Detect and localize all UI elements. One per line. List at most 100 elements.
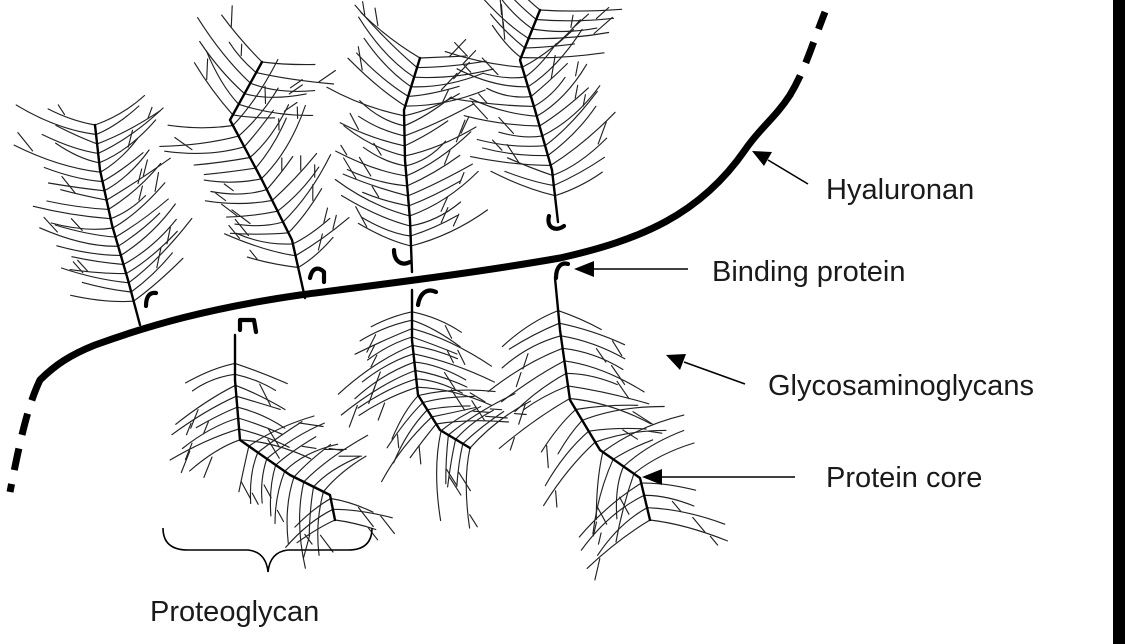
gag-chain	[450, 98, 534, 106]
gag-chain	[598, 508, 648, 556]
gag-chain	[134, 258, 183, 301]
gag-chain	[176, 385, 236, 424]
gag-chain	[414, 354, 495, 382]
gag-chain	[540, 88, 589, 126]
gag-chain	[230, 233, 288, 234]
gag-branch	[359, 508, 374, 527]
gag-branch	[710, 536, 717, 545]
gag-branch	[265, 86, 266, 103]
gag-branch	[58, 105, 64, 115]
gag-branch	[460, 173, 464, 184]
gag-chain	[245, 94, 307, 98]
gag-chain	[160, 136, 239, 146]
gag-chain	[559, 323, 624, 345]
gag-chain	[410, 424, 436, 458]
gag-chain	[105, 150, 150, 191]
gag-branch	[547, 445, 549, 467]
gag-chain	[347, 170, 407, 186]
gag-branch	[350, 113, 358, 129]
gag-chain	[509, 323, 559, 349]
gag-chain	[262, 62, 315, 65]
gag-chain	[487, 88, 531, 97]
gag-chain	[361, 13, 420, 58]
gag-chain	[446, 435, 449, 484]
gag-chain	[359, 17, 415, 77]
gag-chain	[40, 228, 119, 246]
gag-chain	[270, 465, 275, 516]
gag-chain	[238, 418, 282, 434]
gag-chain	[61, 190, 107, 200]
gag-branch	[449, 477, 461, 495]
gag-chain	[392, 396, 418, 440]
gag-chain	[239, 446, 249, 492]
gag-branch	[241, 44, 242, 56]
gag-chain	[204, 179, 261, 182]
gag-branch	[302, 446, 316, 448]
gag-chain	[416, 379, 462, 393]
gag-chain	[247, 257, 298, 267]
gag-branch	[493, 140, 502, 150]
gag-chain	[344, 126, 405, 156]
gag-chain	[342, 196, 411, 227]
gag-chain	[200, 42, 245, 94]
gag-chain	[204, 168, 255, 175]
gag-branch	[252, 493, 258, 504]
gag-chain	[548, 106, 596, 155]
gag-chain	[563, 348, 623, 369]
leader-lines	[574, 151, 808, 485]
gag-chain	[338, 345, 412, 394]
gag-chain	[484, 74, 525, 78]
gag-chain	[568, 386, 649, 404]
gag-chain	[359, 116, 405, 136]
gag-chain	[235, 363, 287, 383]
gag-chain	[534, 77, 565, 106]
gag-chain	[95, 96, 145, 126]
gag-chain	[579, 483, 641, 537]
gag-chain	[314, 457, 360, 487]
gag-chain	[235, 222, 283, 226]
gag-chain	[126, 231, 177, 273]
gag-branch	[318, 234, 322, 250]
gag-branch	[175, 138, 192, 150]
gag-branch	[595, 559, 600, 580]
gag-chain	[471, 157, 551, 166]
gag-chain	[14, 145, 100, 172]
gag-branch	[349, 406, 357, 427]
gag-chain	[172, 396, 236, 435]
gag-branch	[143, 160, 147, 176]
gag-branch	[556, 491, 557, 507]
gag-chain	[113, 183, 165, 228]
gag-chain	[414, 362, 465, 380]
gag-chain	[111, 196, 146, 219]
gag-chain	[229, 42, 256, 72]
gag-chain	[437, 431, 441, 521]
gag-chain	[412, 320, 460, 347]
gag-chain	[360, 320, 412, 341]
gag-chain	[582, 406, 664, 420]
gag-branch	[241, 481, 251, 499]
gag-branch	[284, 103, 297, 112]
gag-branch	[672, 501, 680, 511]
gag-chain	[408, 86, 459, 96]
gag-chain	[405, 104, 475, 136]
gag-chain	[410, 202, 460, 226]
gag-chain	[194, 158, 250, 166]
label-proteoglycan: Proteoglycan	[150, 598, 319, 627]
gag-chain	[287, 477, 294, 543]
gag-branch	[398, 435, 399, 448]
protein-core-line	[520, 10, 558, 222]
gag-chain	[225, 234, 296, 256]
gag-chain	[423, 396, 474, 402]
gag-chain	[222, 15, 262, 62]
gag-chain	[55, 225, 115, 237]
gag-chain	[116, 199, 169, 237]
gag-chain	[483, 0, 529, 38]
gag-branch	[333, 215, 336, 229]
gag-branch	[514, 414, 526, 415]
gag-chain	[211, 190, 267, 194]
gag-chain	[486, 0, 540, 10]
gag-chain	[540, 9, 622, 11]
gag-branch	[341, 145, 347, 155]
gag-chain	[47, 201, 109, 209]
